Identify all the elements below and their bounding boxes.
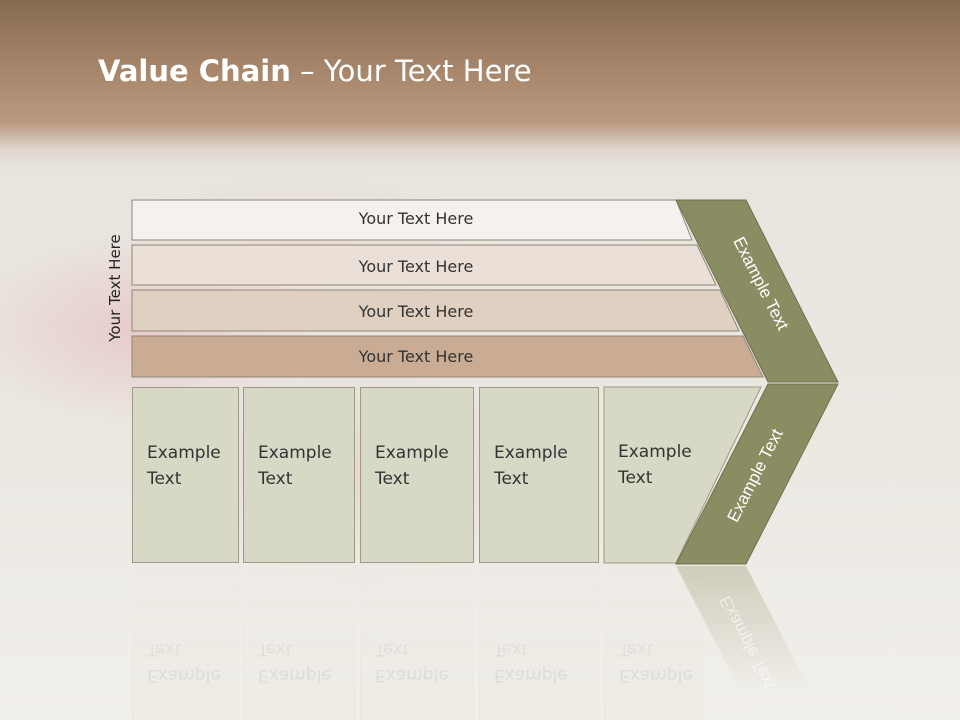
reflect-column-2: Example Text [243, 565, 355, 720]
reflect-column-5: Example Text [604, 565, 704, 720]
reflect-column-5-line-1: Example [619, 665, 693, 685]
bar-4-label: Your Text Here [358, 347, 474, 366]
column-4-line-1: Example [494, 443, 568, 463]
reflect-column-1-line-1: Example [147, 665, 221, 685]
reflect-column-3-line-1: Example [375, 665, 449, 685]
reflect-column-4-text: Example Text [494, 636, 584, 688]
reflect-column-3-text: Example Text [375, 636, 465, 688]
column-2-line-2: Text [258, 469, 293, 489]
bar-3-shape [131, 289, 740, 332]
reflect-column-4-line-1: Example [494, 665, 568, 685]
column-1-line-1: Example [147, 443, 221, 463]
chevron-upper [675, 199, 839, 383]
chevron-lower [675, 383, 839, 565]
reflect-column-3: Example Text [360, 565, 474, 720]
reflect-column-4-line-2: Text [494, 639, 529, 659]
title-rest: – Your Text Here [290, 54, 532, 88]
bar-2-label: Your Text Here [358, 257, 474, 276]
reflect-column-1: Example Text [132, 565, 239, 720]
reflect-column-3-line-2: Text [375, 639, 410, 659]
column-2-line-1: Example [258, 443, 332, 463]
column-1-line-2: Text [147, 469, 182, 489]
title-band [0, 0, 960, 170]
reflect-column-1-line-2: Text [147, 639, 182, 659]
reflect-column-1-text: Example Text [147, 636, 237, 688]
column-4-line-2: Text [494, 469, 529, 489]
bar-1-shape [131, 199, 693, 241]
title-bold: Value Chain [98, 54, 291, 88]
reflect-column-5-text: Example Text [619, 636, 709, 688]
columns-reflection: Example Text Example Text Example Text Exam… [0, 565, 960, 720]
bar-1-label: Your Text Here [358, 209, 474, 228]
reflection-inner: Example Text Example Text Example Text Exam… [0, 565, 960, 720]
reflect-column-2-text: Example Text [258, 636, 348, 688]
bar-3-label: Your Text Here [358, 302, 474, 321]
reflect-column-2-line-2: Text [258, 639, 293, 659]
bar-4-shape [131, 335, 764, 378]
column-3-line-2: Text [375, 469, 410, 489]
column-5-line-1: Example [618, 442, 692, 462]
reflect-column-4: Example Text [479, 565, 599, 720]
reflect-column-5-line-2: Text [619, 639, 654, 659]
column-3-line-1: Example [375, 443, 449, 463]
reflect-column-2-line-1: Example [258, 665, 332, 685]
page-title: Value Chain – Your Text Here [98, 54, 532, 88]
column-5-line-2: Text [618, 468, 653, 488]
bar-2-shape [131, 244, 717, 286]
chevron-reflection [676, 566, 810, 690]
